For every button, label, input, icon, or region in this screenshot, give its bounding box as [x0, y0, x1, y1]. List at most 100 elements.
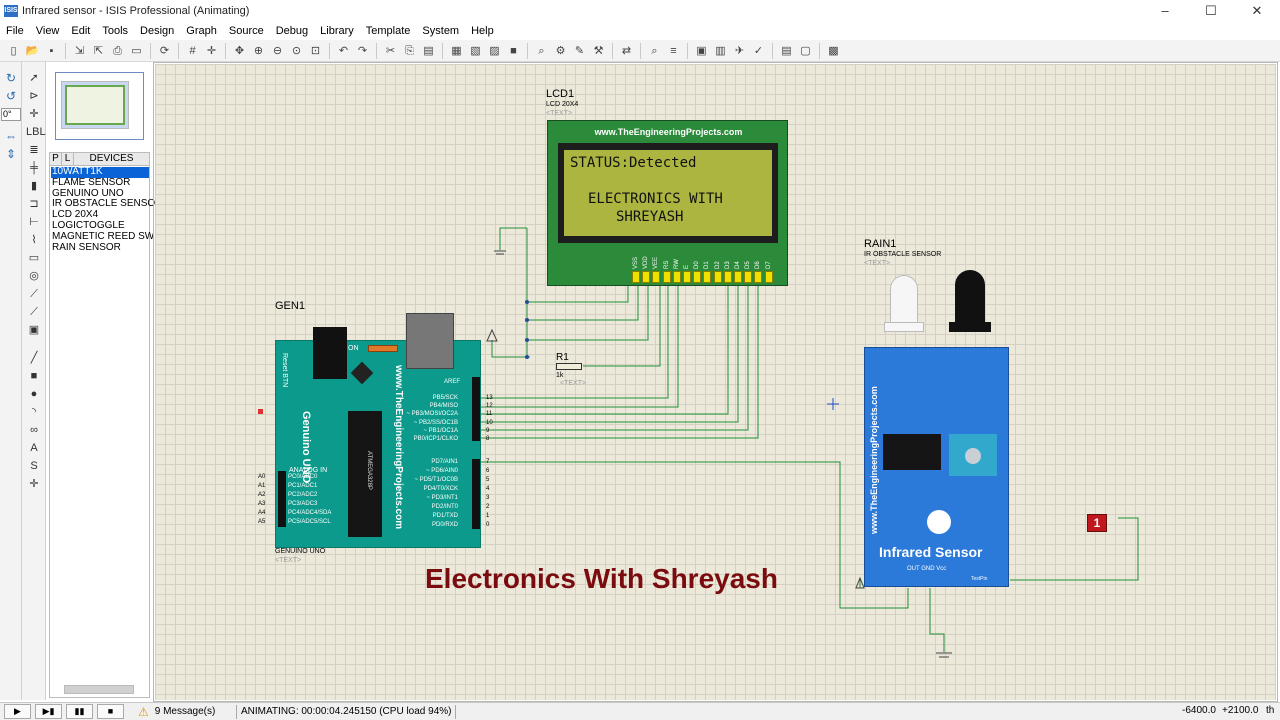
property-icon[interactable]: ≡ [670, 44, 677, 57]
block-copy-icon[interactable]: ▦ [451, 44, 462, 57]
paste-icon[interactable]: ▤ [423, 44, 434, 57]
menu-graph[interactable]: Graph [186, 25, 217, 37]
new-icon[interactable]: ▯ [10, 44, 17, 57]
mirror-y-icon[interactable]: ⇕ [5, 147, 17, 161]
pick-devices-button[interactable]: P [50, 153, 62, 165]
zoom-area-icon[interactable]: ⊡ [310, 44, 321, 57]
subcircuit-icon[interactable]: ▮ [30, 180, 38, 192]
origin-icon[interactable]: ✛ [206, 44, 217, 57]
lcd-20x4[interactable]: www.TheEngineeringProjects.com STATUS:De… [547, 120, 788, 286]
menu-design[interactable]: Design [140, 25, 175, 37]
menu-template[interactable]: Template [365, 25, 411, 37]
generator-icon[interactable]: ◎ [29, 270, 39, 282]
genuino-uno-board[interactable]: ON Reset BTN Genuino UNO www.TheEngineer… [258, 313, 493, 548]
export-icon[interactable]: ⇱ [93, 44, 104, 57]
import-icon[interactable]: ⇲ [74, 44, 85, 57]
device-item[interactable]: IR OBSTACLE SENSOR [52, 198, 163, 210]
menu-edit[interactable]: Edit [71, 25, 91, 37]
search-icon[interactable]: ⌕ [651, 44, 658, 57]
grid-icon[interactable]: # [189, 44, 196, 57]
virtual-instruments-icon[interactable]: ▣ [28, 324, 40, 336]
arc-icon[interactable]: ◝ [31, 406, 37, 418]
marker-icon[interactable]: ✛ [29, 478, 39, 490]
junction-dot-icon[interactable]: ✛ [29, 108, 39, 120]
print-icon[interactable]: ⎙ [113, 44, 122, 57]
menu-file[interactable]: File [6, 25, 24, 37]
open-icon[interactable]: 📂 [25, 44, 40, 57]
ir-obstacle-sensor[interactable]: www.TheEngineeringProjects.com Infrared … [864, 347, 1009, 587]
resistor-r1[interactable] [556, 363, 582, 370]
text-script-icon[interactable]: ≣ [29, 144, 39, 156]
menu-library[interactable]: Library [320, 25, 354, 37]
mirror-x-icon[interactable]: ⇔ [5, 129, 17, 143]
menu-view[interactable]: View [35, 25, 60, 37]
decompose-icon[interactable]: ⚒ [593, 44, 604, 57]
circle-icon[interactable]: ● [30, 388, 38, 400]
step-button[interactable]: ▶▮ [35, 704, 62, 719]
wire-label-icon[interactable]: LBL [26, 126, 46, 138]
minimize-button[interactable]: – [1161, 3, 1169, 18]
box-icon[interactable]: ■ [30, 370, 38, 382]
device-item[interactable]: FLAME SENSOR [52, 176, 131, 188]
redo-icon[interactable]: ↷ [357, 44, 368, 57]
path-icon[interactable]: ∞ [30, 424, 38, 436]
device-item[interactable]: MAGNETIC REED SW [52, 230, 155, 242]
design-explorer-icon[interactable]: ▤ [781, 44, 792, 57]
menu-debug[interactable]: Debug [275, 25, 309, 37]
device-list-scrollbar[interactable] [64, 685, 134, 694]
block-delete-icon[interactable]: ■ [510, 44, 517, 57]
device-pins-icon[interactable]: ⊢ [29, 216, 39, 228]
undo-icon[interactable]: ↶ [338, 44, 349, 57]
zoom-in-icon[interactable]: ⊕ [253, 44, 264, 57]
device-item[interactable]: 10WATT1K [51, 166, 149, 178]
line-icon[interactable]: ╱ [30, 352, 38, 364]
refresh-icon[interactable]: ⟳ [159, 44, 170, 57]
text-icon[interactable]: A [30, 442, 38, 454]
print-area-icon[interactable]: ▭ [131, 44, 142, 57]
symbol-icon[interactable]: S [30, 460, 38, 472]
message-count[interactable]: 9 Message(s) [154, 706, 216, 717]
play-button[interactable]: ▶ [4, 704, 31, 719]
menu-help[interactable]: Help [471, 25, 494, 37]
device-item[interactable]: GENUINO UNO [52, 187, 124, 199]
logic-toggle[interactable]: 1 [1087, 514, 1107, 532]
ares-icon[interactable]: ▥ [715, 44, 726, 57]
pause-button[interactable]: ▮▮ [66, 704, 93, 719]
menu-tools[interactable]: Tools [102, 25, 129, 37]
block-rotate-icon[interactable]: ▨ [489, 44, 500, 57]
bill-icon[interactable]: ✈ [734, 44, 745, 57]
selection-mode-icon[interactable]: ➚ [29, 72, 39, 84]
copy-icon[interactable]: ⎘ [405, 44, 414, 57]
package-icon[interactable]: ✎ [574, 44, 585, 57]
rotate-clockwise-icon[interactable]: ↻ [5, 71, 17, 85]
new-sheet-icon[interactable]: ▢ [800, 44, 811, 57]
netlist-icon[interactable]: ▣ [696, 44, 707, 57]
bus-icon[interactable]: ╪ [30, 162, 38, 174]
device-item[interactable]: RAIN SENSOR [52, 241, 121, 253]
wire-autoroute-icon[interactable]: ⇄ [621, 44, 632, 57]
overview-window[interactable] [55, 72, 144, 140]
pcb-icon[interactable]: ▩ [828, 44, 839, 57]
menu-source[interactable]: Source [228, 25, 264, 37]
save-icon[interactable]: ▪ [49, 44, 54, 57]
pan-icon[interactable]: ✥ [234, 44, 245, 57]
zoom-all-icon[interactable]: ⊙ [291, 44, 302, 57]
library-manager-button[interactable]: L [62, 153, 74, 165]
current-probe-icon[interactable]: ⟋ [30, 306, 38, 318]
rotate-anticlockwise-icon[interactable]: ↺ [5, 89, 17, 103]
menu-system[interactable]: System [422, 25, 460, 37]
rotation-input[interactable]: 0° [1, 108, 21, 121]
terminals-icon[interactable]: ⊐ [29, 198, 39, 210]
cut-icon[interactable]: ✂ [385, 44, 396, 57]
device-item[interactable]: LCD 20X4 [52, 209, 99, 221]
device-item[interactable]: LOGICTOGGLE [52, 219, 125, 231]
voltage-probe-icon[interactable]: ⟋ [30, 288, 38, 300]
component-mode-icon[interactable]: ⊳ [29, 90, 39, 102]
make-device-icon[interactable]: ⚙ [555, 44, 566, 57]
stop-button[interactable]: ■ [97, 704, 124, 719]
maximize-button[interactable]: ☐ [1205, 3, 1217, 18]
electrical-check-icon[interactable]: ✓ [753, 44, 764, 57]
pick-icon[interactable]: ⌕ [538, 44, 545, 57]
close-button[interactable]: ✕ [1251, 3, 1263, 18]
zoom-out-icon[interactable]: ⊖ [272, 44, 283, 57]
